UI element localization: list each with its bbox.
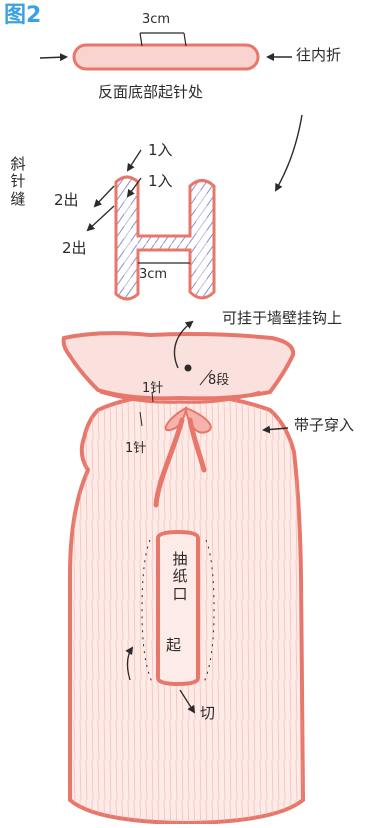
stitch-label-1: 1针 [142,382,163,395]
top-strip-piece [40,33,302,190]
transition-arrow [276,115,302,190]
out-label-2: 2出 [62,241,87,256]
top-strip-outline [74,45,258,69]
in-label-1: 1入 [148,143,173,158]
start-label: 起 [166,638,181,653]
cut-label: 切 [200,706,215,721]
fold-label: 往内折 [296,48,341,63]
stitch-label-2: 1针 [125,442,146,455]
slant-stitch-label: 斜针缝 [9,156,27,208]
in-label-2: 1入 [148,174,173,189]
hang-label: 可挂于墙壁挂钩上 [222,311,342,326]
top-width-label: 3cm [142,13,170,26]
strip-caption: 反面底部起针处 [98,85,203,100]
left-fold-arrow [40,57,66,58]
h-width-label: 3cm [139,268,167,281]
hang-point [185,365,192,372]
rows-label: 8段 [208,374,229,387]
opening-label: 抽纸口 [171,551,189,603]
out-label-1: 2出 [54,193,79,208]
in-arrow-1 [128,150,141,170]
out-arrow-2 [88,206,114,230]
bag-ruffle-top [64,333,294,398]
out-arrow-1 [95,186,114,206]
belt-label: 带子穿入 [294,418,354,433]
figure-title: 图2 [4,5,41,27]
